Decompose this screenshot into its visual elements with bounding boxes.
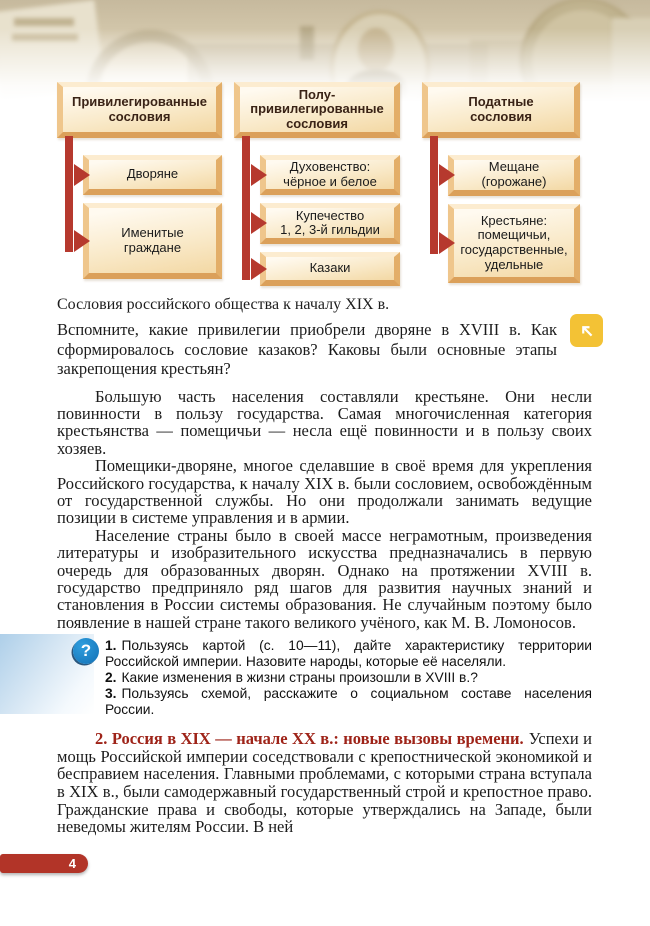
arrow-right-icon xyxy=(251,257,267,280)
portrait-head-shape xyxy=(358,28,394,72)
arrow-right-icon xyxy=(251,212,267,235)
diagram-box: Мещане (горожане) xyxy=(439,155,580,196)
paragraph: 2. Россия в XIX — начале XX в.: новые вы… xyxy=(57,730,592,836)
connector-line xyxy=(242,136,250,280)
arrow-right-icon xyxy=(439,164,455,186)
diagram-box-label: Крестьяне: помещичьи, государственные, у… xyxy=(460,212,568,272)
question-text: Пользуясь схемой, расскажите о социально… xyxy=(105,686,592,718)
paragraph: Население страны было в своей массе негр… xyxy=(57,525,592,632)
diagram-box-label: Именитые граждане xyxy=(121,224,184,255)
diagram-header-box: Привилегированные сословия xyxy=(57,82,222,138)
tower-shape xyxy=(386,30,396,58)
question-number: 2. xyxy=(105,670,117,686)
document-shape xyxy=(612,18,650,102)
body-text: Большую часть населения составляли крест… xyxy=(57,386,592,632)
section-2: 2. Россия в XIX — начале XX в.: новые вы… xyxy=(57,730,592,836)
arrow-right-icon xyxy=(74,229,90,252)
question-number: 3. xyxy=(105,686,117,702)
diagram-header-box: Полу- привилегированные сословия xyxy=(234,82,400,138)
question-item: 1.Пользуясь картой (с. 10—11), дайте хар… xyxy=(105,638,592,670)
question-mark-icon: ? xyxy=(73,638,99,665)
diagram-box-label: Мещане (горожане) xyxy=(481,159,547,189)
diagram-box: Именитые граждане xyxy=(74,203,222,279)
diagram-column-semi-privileged: Полу- привилегированные сословия Духовен… xyxy=(234,82,400,288)
diagram-header-box: Податные сословия xyxy=(422,82,580,138)
page-number-badge: 4 xyxy=(0,854,88,873)
diagram-header-label: Полу- привилегированные сословия xyxy=(250,86,384,131)
arrow-right-icon xyxy=(251,163,267,186)
diagram-box-label: Духовенство: чёрное и белое xyxy=(283,159,377,189)
diagram-box: Крестьяне: помещичьи, государственные, у… xyxy=(439,204,580,283)
diagram-column-taxpaying: Податные сословия Мещане (горожане) Крес… xyxy=(422,82,580,288)
section-heading: 2. Россия в XIX — начале XX в.: новые вы… xyxy=(95,729,524,749)
diagram-column-privileged: Привилегированные сословия Дворяне Имени… xyxy=(57,82,222,288)
diagram-box: Духовенство: чёрное и белое xyxy=(251,155,400,196)
diagram-box: Дворяне xyxy=(74,155,222,195)
diagram-box-label: Дворяне xyxy=(126,166,179,182)
question-item: 2.Какие изменения в жизни страны произош… xyxy=(105,670,592,686)
arrow-right-icon xyxy=(439,232,455,254)
book-title-line xyxy=(14,18,74,26)
estates-diagram: Привилегированные сословия Дворяне Имени… xyxy=(57,82,592,288)
diagram-box: Купечество 1, 2, 3-й гильдии xyxy=(251,203,400,245)
questions-block: ? 1.Пользуясь картой (с. 10—11), дайте х… xyxy=(0,634,592,718)
diagram-caption: Сословия российского общества к началу X… xyxy=(57,296,390,313)
diagram-box-label: Купечество 1, 2, 3-й гильдии xyxy=(280,207,380,238)
question-text: Какие изменения в жизни страны произошли… xyxy=(121,670,478,686)
diagram-box-label: Казаки xyxy=(309,260,351,276)
recall-question-block: Вспомните, какие привилегии приобрели дв… xyxy=(57,314,603,379)
tower-shape xyxy=(300,26,314,60)
question-item: 3.Пользуясь схемой, расскажите о социаль… xyxy=(105,686,592,718)
paragraph: Помещики-дворяне, многое сделавшие в сво… xyxy=(57,456,592,528)
question-number: 1. xyxy=(105,638,117,654)
page-content: Привилегированные сословия Дворяне Имени… xyxy=(0,82,603,836)
connector-line xyxy=(65,136,73,252)
diagram-header-label: Податные сословия xyxy=(468,93,534,124)
arrow-right-icon xyxy=(74,163,90,186)
diagram-box: Казаки xyxy=(251,252,400,287)
recall-question-text: Вспомните, какие привилегии приобрели дв… xyxy=(57,320,557,378)
connector-line xyxy=(430,136,438,254)
book-title-line xyxy=(12,34,78,41)
paragraph: Большую часть населения составляли крест… xyxy=(57,386,592,458)
diagram-header-label: Привилегированные сословия xyxy=(72,93,207,124)
back-reference-arrow-icon[interactable] xyxy=(570,314,603,347)
section-text: Успехи и мощь Российской империи соседст… xyxy=(57,729,592,837)
question-text: Пользуясь картой (с. 10—11), дайте харак… xyxy=(105,638,592,670)
